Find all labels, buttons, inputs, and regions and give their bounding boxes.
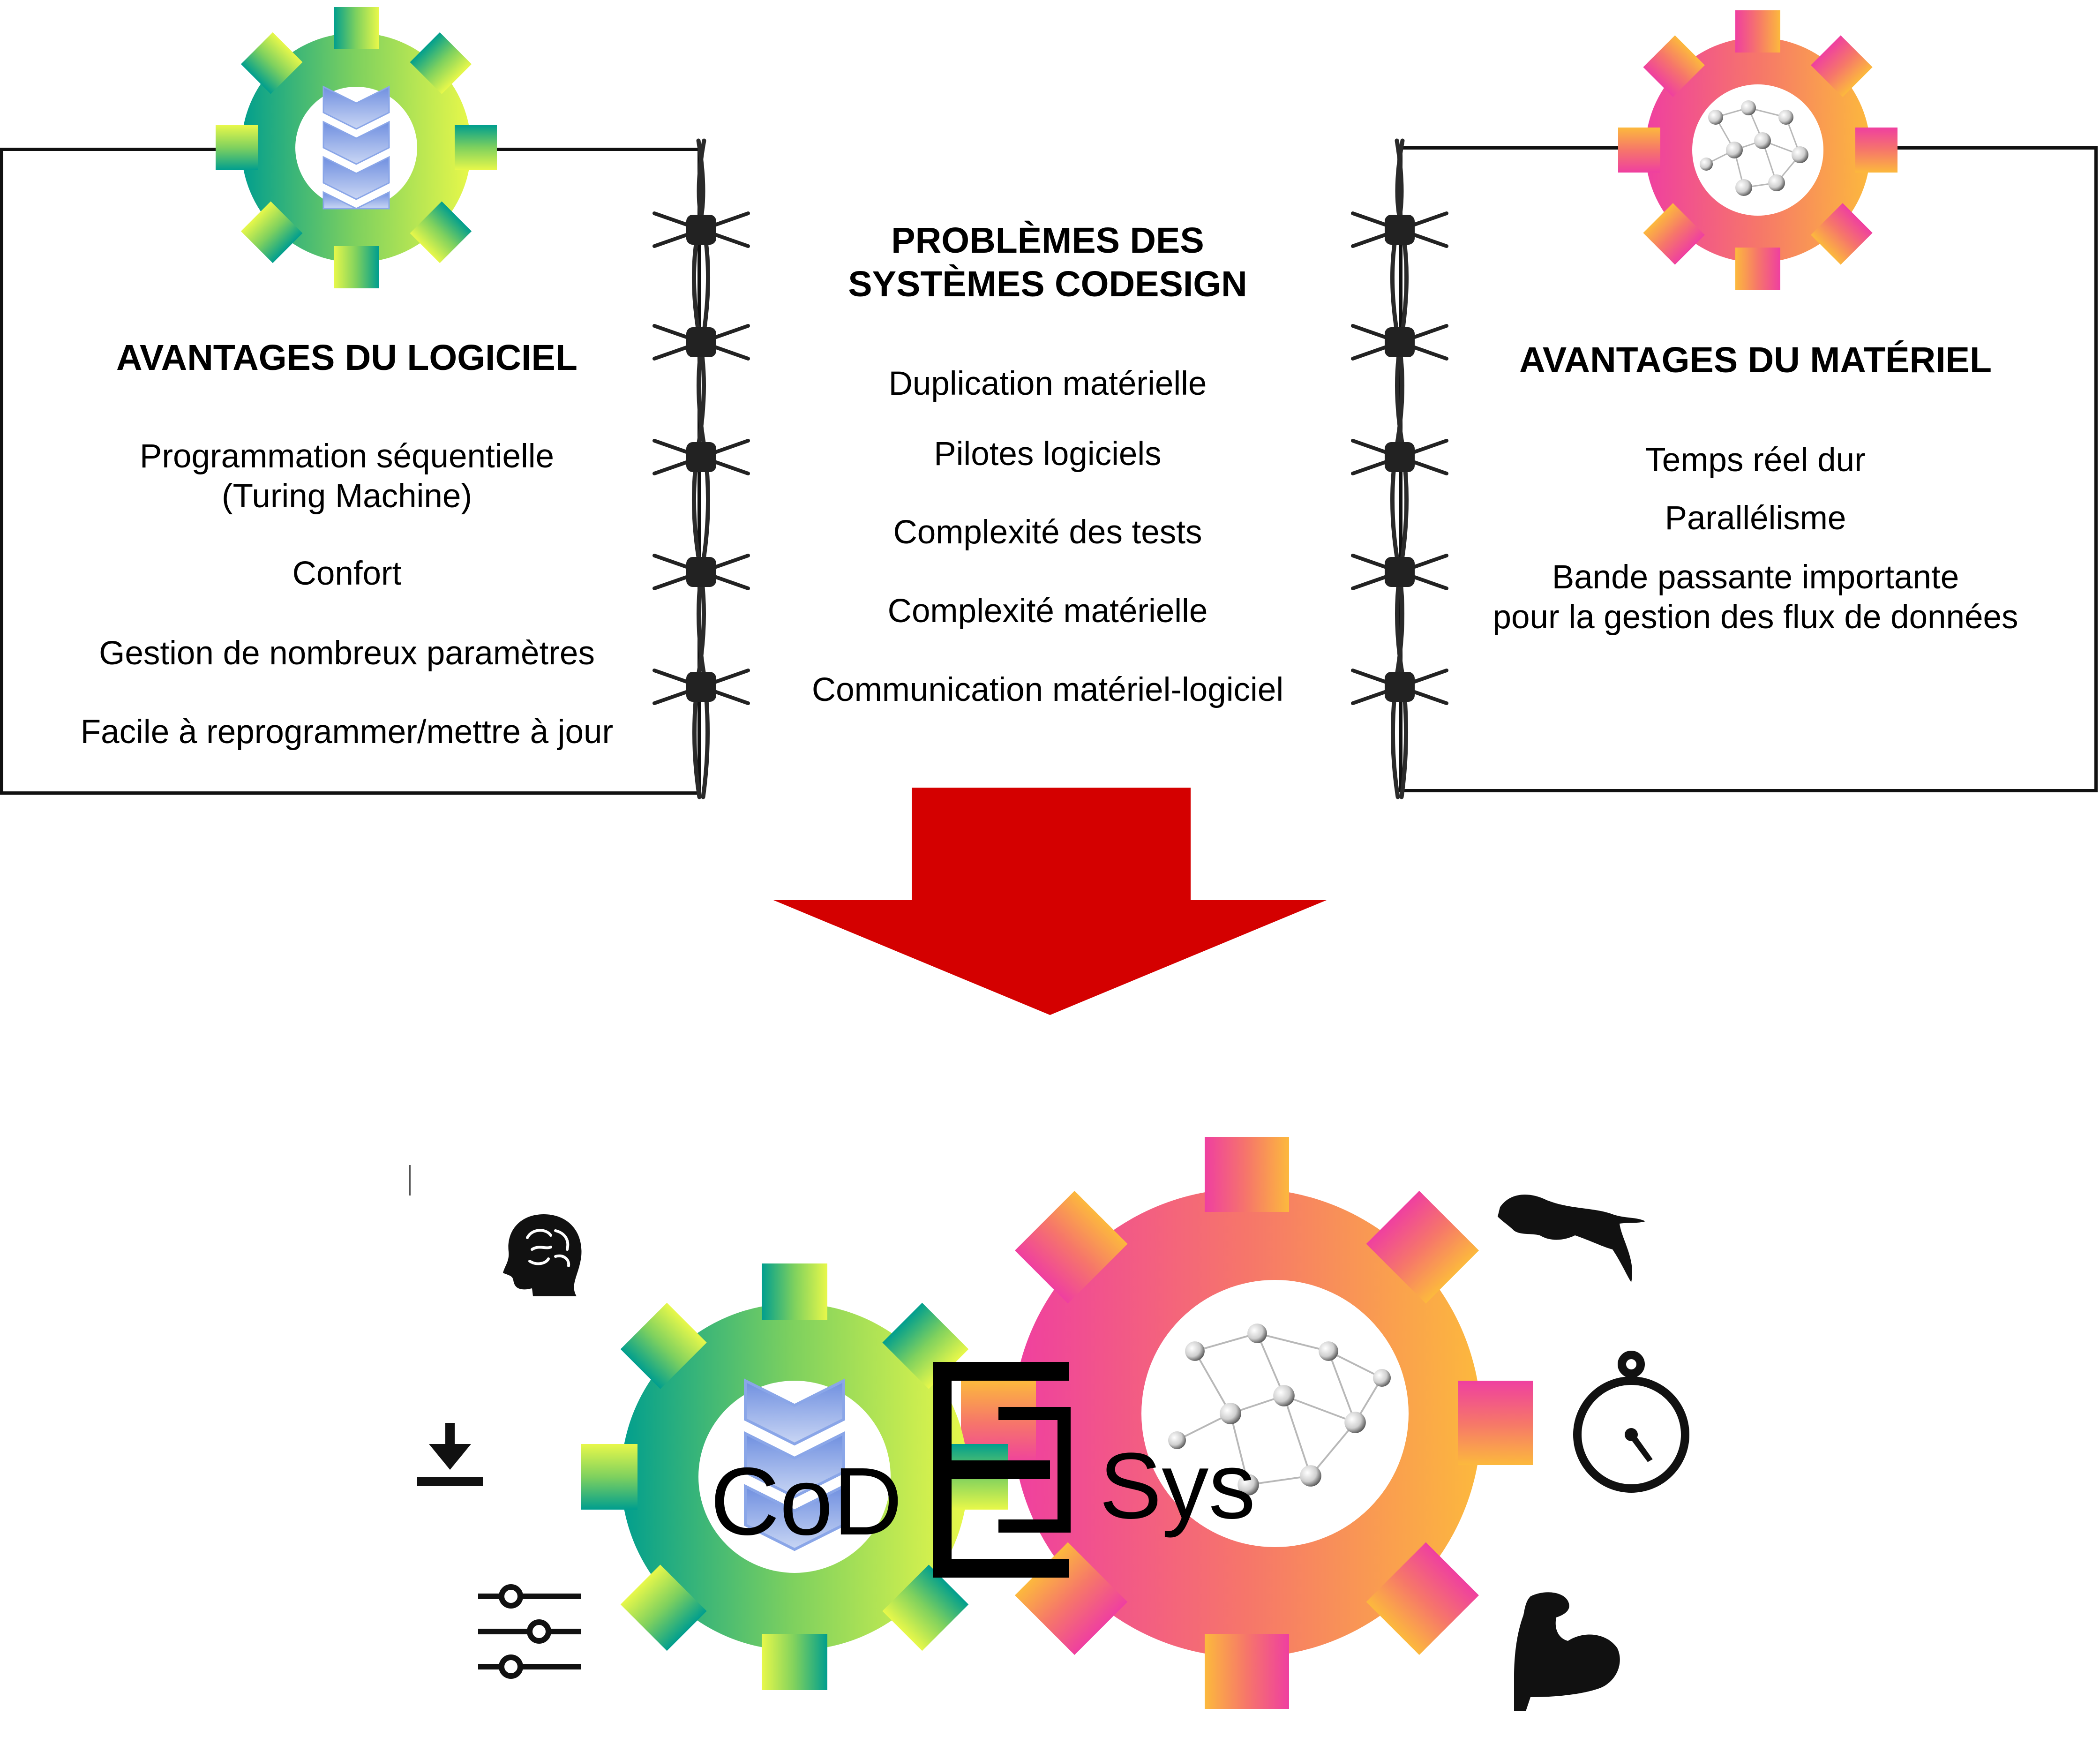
problem-item-hw-sw-communication: Communication matériel-logiciel [811,671,1284,708]
hardware-item-dataflow: pour la gestion des flux de données [1492,599,2018,636]
problem-item-duplication: Duplication matérielle [888,365,1207,402]
download-icon [417,1423,483,1486]
codesys-hardware-gear [961,1137,1533,1709]
software-item-sequential: Programmation séquentielle [139,438,555,475]
software-advantages-title: AVANTAGES DU LOGICIEL [116,338,578,378]
chevron-stack-icon [322,85,390,210]
panther-icon [1498,1195,1645,1282]
left-barbed-wire [652,138,750,799]
sliders-icon [478,1584,581,1679]
brain-head-icon [503,1214,582,1296]
hardware-item-parallelism: Parallélisme [1665,500,1846,537]
logo-e-mark [933,1362,1071,1578]
problem-item-drivers: Pilotes logiciels [934,436,1162,473]
chevron-stack-icon [744,1378,845,1551]
codesign-problems-title-line1: PROBLÈMES DES [891,220,1204,261]
software-item-parameters: Gestion de nombreux paramètres [99,635,595,672]
muscle-arm-icon [1514,1592,1620,1711]
stopwatch-icon [1573,1351,1689,1493]
hardware-advantages-title: AVANTAGES DU MATÉRIEL [1519,340,1992,380]
cursor-mark [409,1165,411,1196]
down-arrow [773,788,1327,1015]
logo-text-cod: CoD [710,1448,903,1555]
software-item-reprogram: Facile à reprogrammer/mettre à jour [80,714,614,751]
problem-item-hardware-complexity: Complexité matérielle [887,593,1208,630]
logo-text-sys: Sys [1099,1434,1256,1538]
network-sphere-icon [1168,1323,1391,1496]
right-barbed-wire [1351,138,1448,799]
software-item-comfort: Confort [292,555,402,592]
codesign-problems-title-line2: SYSTÈMES CODESIGN [848,264,1247,304]
problem-item-test-complexity: Complexité des tests [893,514,1202,551]
hardware-item-realtime: Temps réel dur [1645,442,1866,479]
network-sphere-icon [1700,100,1808,196]
software-item-turing: (Turing Machine) [222,478,472,515]
software-gear-icon [216,7,497,288]
hardware-item-bandwidth: Bande passante importante [1552,559,1959,596]
hardware-gear-icon [1618,10,1898,290]
barb-group [652,211,750,705]
codesys-software-gear [581,1263,1008,1690]
